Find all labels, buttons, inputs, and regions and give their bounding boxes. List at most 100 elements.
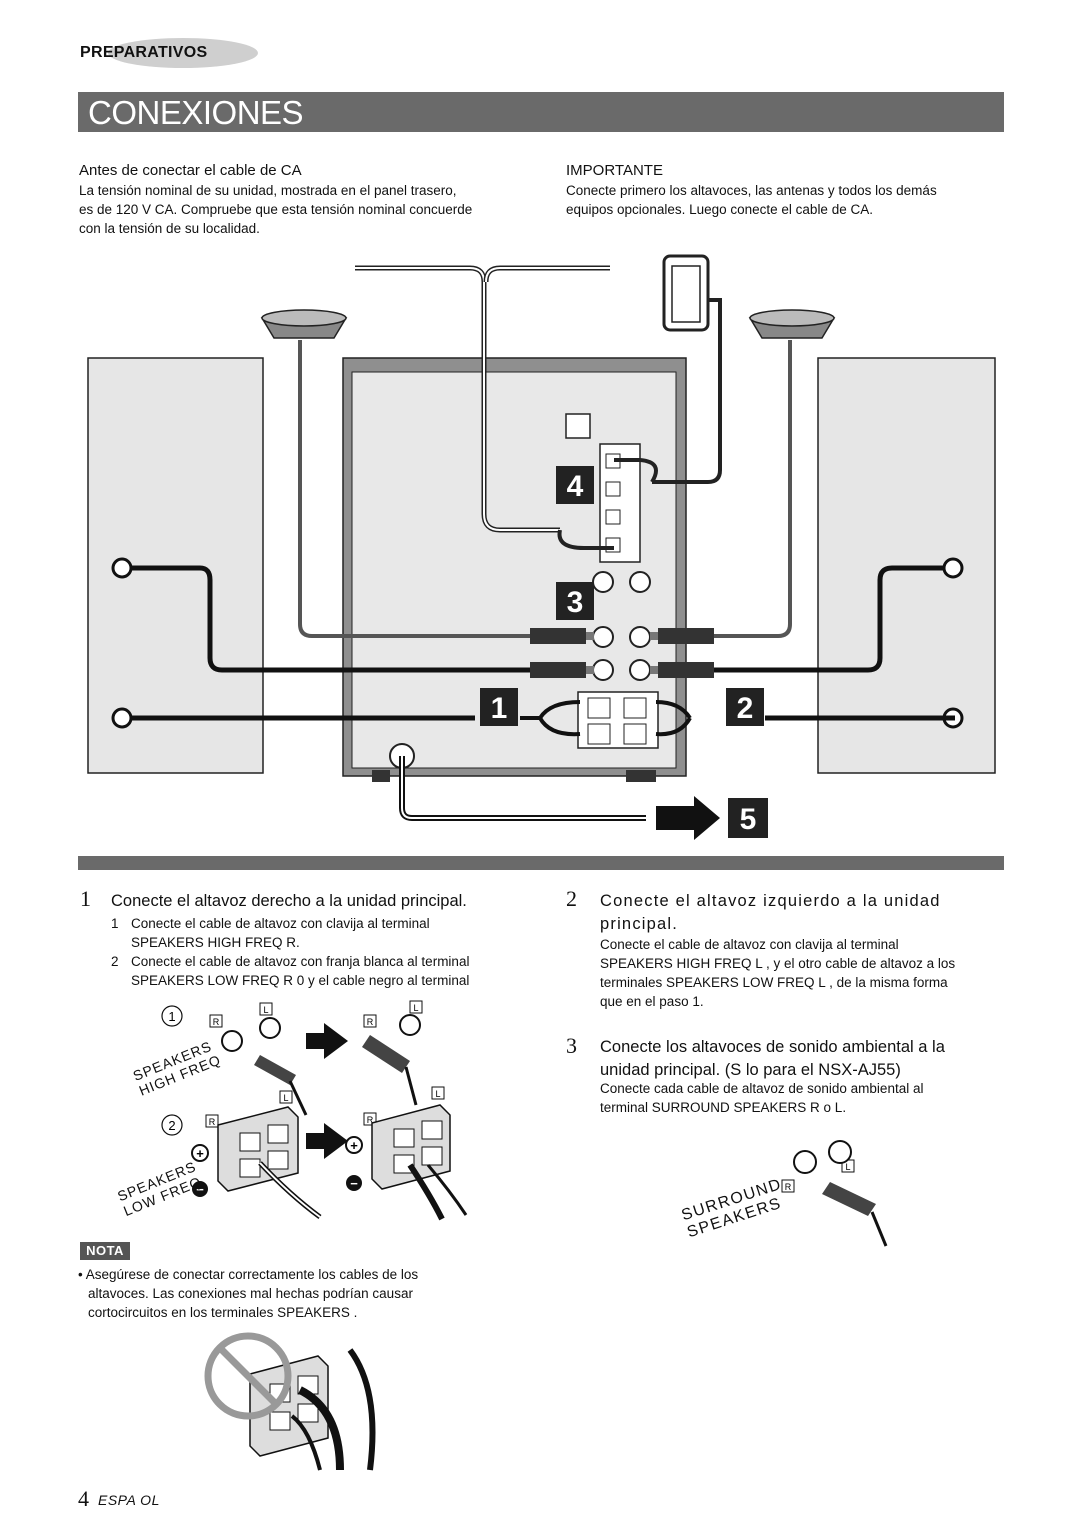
jack-l [259, 1017, 281, 1039]
note-badge: NOTA [80, 1242, 130, 1260]
step-2-line: SPEAKERS HIGH FREQ L , y el otro cable d… [600, 956, 956, 971]
svg-text:2: 2 [168, 1118, 175, 1133]
svg-text:R: R [209, 1117, 216, 1127]
step-1-number: 1 [80, 886, 91, 911]
page-title-bar: CONEXIONES [78, 92, 1004, 132]
intro-left-line: La tensión nominal de su unidad, mostrad… [79, 183, 457, 198]
speakers-low-freq-label: SPEAKERS LOW FREQ [115, 1158, 204, 1219]
step-1-item-1: Conecte el cable de altavoz con clavija … [131, 914, 515, 952]
step-3-text: Conecte cada cable de altavoz de sonido … [600, 1079, 1004, 1117]
r-label [781, 1179, 795, 1193]
intro-left-text: La tensión nominal de su unidad, mostrad… [79, 181, 519, 238]
step-1-item-2-number: 2 [111, 954, 119, 969]
callout-1: 1 [480, 688, 518, 726]
speaker-terminal-block [217, 1106, 299, 1192]
callout-3: 3 [556, 582, 594, 620]
surround-speaker-left [748, 309, 836, 339]
right-speaker-lowfreq-cable [131, 565, 530, 673]
rca-plug [254, 1055, 308, 1116]
svg-text:L: L [845, 1162, 850, 1172]
arrow-right-icon [306, 1023, 348, 1059]
step-1-item-2-line: Conecte el cable de altavoz con franja b… [131, 954, 470, 969]
arrow-right-icon [656, 796, 720, 840]
step-2-line: Conecte el cable de altavoz con clavija … [600, 937, 899, 952]
step-1-item-2-line: SPEAKERS LOW FREQ R 0 y el cable negro a… [131, 973, 470, 988]
rca-plug [530, 662, 594, 678]
surround-speakers-label: SURROUND SPEAKERS [680, 1176, 785, 1242]
arrow-right-icon [306, 1123, 348, 1159]
step-1-item-1-line: SPEAKERS HIGH FREQ R. [131, 935, 300, 950]
step-3-heading: Conecte los altavoces de sonido ambienta… [600, 1036, 1004, 1082]
rca-plug [822, 1182, 888, 1247]
plus-icon [191, 1144, 209, 1162]
step-3-line: Conecte cada cable de altavoz de sonido … [600, 1081, 924, 1096]
prohibited-icon [204, 1332, 292, 1420]
rca-plug [650, 628, 714, 644]
callout-5: 5 [728, 798, 768, 838]
svg-text:R: R [367, 1017, 374, 1027]
surround-cable-right [298, 340, 530, 638]
svg-text:1: 1 [168, 1009, 175, 1024]
surround-jack-l [828, 1140, 852, 1164]
step-2-line: terminales SPEAKERS LOW FREQ L , de la m… [600, 975, 948, 990]
intro-right-text: Conecte primero los altavoces, las anten… [566, 181, 1006, 219]
rca-plug [530, 628, 594, 644]
svg-text:R: R [367, 1115, 374, 1125]
surround-jack-r [793, 1150, 817, 1174]
svg-text:−: − [196, 1182, 204, 1197]
left-speaker-terminal-top [942, 557, 964, 579]
r-label [363, 1014, 377, 1028]
section-tag-label: PREPARATIVOS [80, 44, 208, 61]
surround-cable-left [714, 340, 792, 638]
left-speaker-lowfreq-cable [714, 565, 944, 673]
minus-icon [346, 1175, 362, 1191]
svg-text:L: L [413, 1003, 418, 1013]
step-3-heading-line: unidad principal. (S lo para el NSX-AJ55… [600, 1061, 901, 1079]
section-tag: PREPARATIVOS [80, 38, 258, 68]
jack-l [399, 1014, 421, 1036]
svg-text:5: 5 [740, 803, 757, 836]
step-1-item-2: Conecte el cable de altavoz con franja b… [131, 952, 521, 990]
step-2-number: 2 [566, 886, 577, 911]
step-3-number: 3 [566, 1033, 577, 1058]
step-circle-2 [161, 1114, 183, 1136]
low-freq-jack-r [592, 659, 614, 681]
svg-text:L: L [435, 1089, 440, 1099]
svg-text:2: 2 [737, 692, 754, 725]
svg-text:+: + [350, 1138, 358, 1153]
optical-port [565, 413, 591, 439]
callout-2: 2 [726, 688, 764, 726]
intro-left-heading: Antes de conectar el cable de CA [79, 162, 302, 179]
step-2-text: Conecte el cable de altavoz con clavija … [600, 935, 1004, 1011]
note-line: • Asegúrese de conectar correctamente lo… [78, 1267, 419, 1282]
step-2-heading: Conecte el altavoz izquierdo a la unidad… [600, 890, 1004, 936]
intro-right-line: equipos opcionales. Luego conecte el cab… [566, 202, 873, 217]
surround-speaker-right [260, 309, 348, 339]
l-label [279, 1090, 293, 1104]
step-2-heading-line: Conecte el altavoz izquierdo a la unidad [600, 892, 941, 910]
rca-plug-inserted [362, 1035, 418, 1106]
note-text: • Asegúrese de conectar correctamente lo… [78, 1265, 518, 1322]
low-freq-jack-l [629, 659, 651, 681]
step-2-line: que en el paso 1. [600, 994, 704, 1009]
speaker-connection-illustration: 1 R L SPEAKERS HIGH FREQ R L 2 R L + − S… [115, 1000, 468, 1221]
connection-diagram: 4 3 1 2 5 [87, 254, 996, 840]
svg-text:L: L [283, 1093, 288, 1103]
l-label [409, 1000, 423, 1014]
r-label [205, 1114, 219, 1128]
r-label [209, 1014, 223, 1028]
svg-text:R: R [213, 1017, 220, 1027]
l-label [431, 1086, 445, 1100]
svg-text:R: R [785, 1182, 792, 1192]
surround-jack [629, 571, 651, 593]
note-line: altavoces. Las conexiones mal hechas pod… [88, 1286, 413, 1301]
step-1-heading: Conecte el altavoz derecho a la unidad p… [111, 892, 467, 910]
note-line: cortocircuitos en los terminales SPEAKER… [88, 1305, 358, 1320]
right-speaker-terminal-bottom [111, 707, 133, 729]
step-2-heading-line: principal. [600, 915, 679, 933]
rca-plug [650, 662, 714, 678]
minus-icon [192, 1181, 208, 1197]
footer-language: ESPA OL [98, 1492, 160, 1508]
intro-left-line: con la tensión de su localidad. [79, 221, 260, 236]
page-title: CONEXIONES [88, 94, 304, 131]
